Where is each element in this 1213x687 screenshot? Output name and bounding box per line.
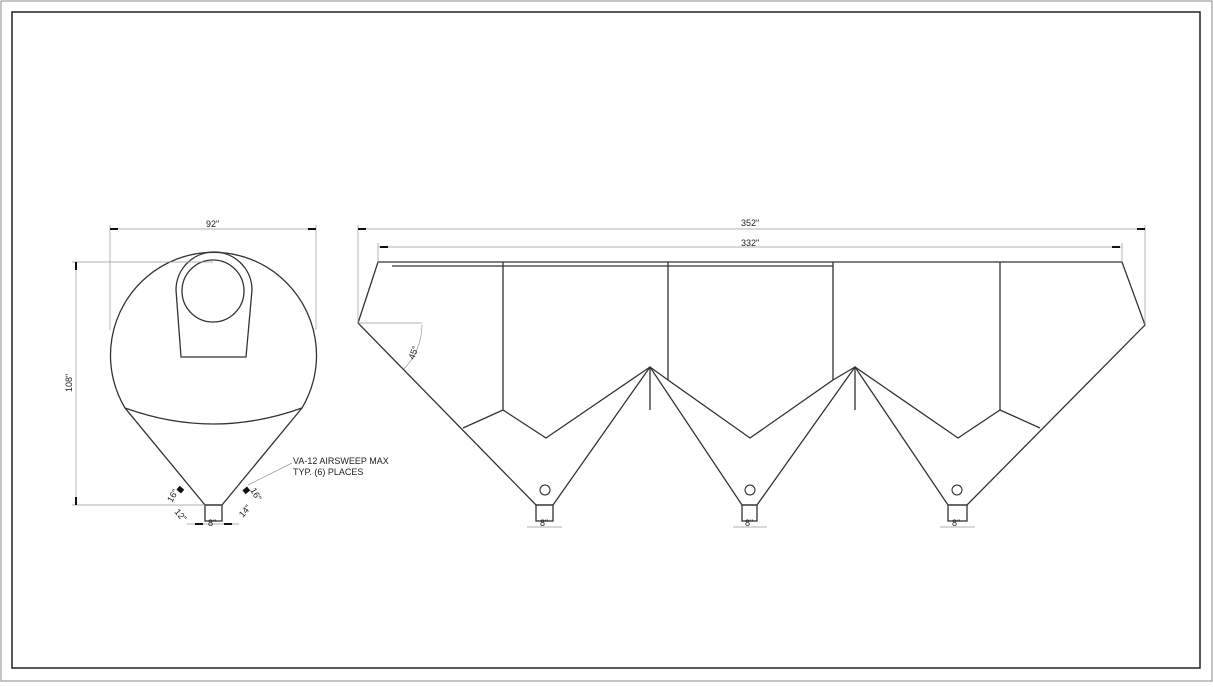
- inner-border: [11, 11, 1201, 669]
- height-dimension: 108": [64, 374, 74, 392]
- width-dimension: 92": [206, 219, 219, 229]
- airsweep-icon: [242, 486, 251, 495]
- outlet: [204, 504, 223, 522]
- outlet-dim: 8": [745, 518, 753, 528]
- front-view: 352" 332" 45° 8" 8" 8": [357, 218, 1146, 528]
- airsweep-icon: [951, 484, 963, 496]
- tank-shell: [109, 251, 318, 409]
- cone-dim: 14": [237, 503, 253, 520]
- airsweep-icon: [176, 485, 185, 494]
- inlet-opening: [181, 259, 245, 323]
- airsweep-icon: [744, 484, 756, 496]
- outlet-dim: 8": [208, 518, 216, 528]
- airsweep-note-line2: TYP. (6) PLACES: [293, 467, 363, 477]
- cone-dim: 16": [248, 486, 263, 502]
- side-view: 92" 108" 16" 12" 8" 16" 14" VA-12 AIRSWE…: [64, 219, 389, 528]
- outlet-dim: 8": [952, 518, 960, 528]
- angle-dimension: 45°: [406, 344, 420, 361]
- airsweep-icon: [539, 484, 551, 496]
- top-length-dimension: 332": [741, 238, 759, 248]
- outlet-dim: 8": [540, 518, 548, 528]
- overall-length-dimension: 352": [741, 218, 759, 228]
- cone-dim: 12": [172, 507, 188, 524]
- cone: [124, 407, 303, 506]
- hopper-outline: [357, 261, 1146, 506]
- cone-seam: [124, 407, 303, 425]
- airsweep-note-line1: VA-12 AIRSWEEP MAX: [293, 456, 389, 466]
- inlet-housing: [175, 251, 253, 358]
